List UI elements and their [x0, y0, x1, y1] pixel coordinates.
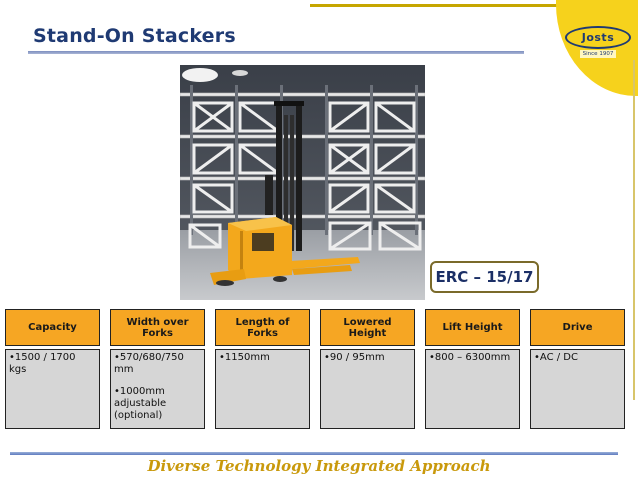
right-edge-rule — [633, 60, 635, 400]
stacker-photo — [180, 65, 425, 300]
spec-line: •1500 / 1700 kgs — [9, 352, 76, 375]
spec-column-lift-height: Lift Height •800 – 6300mm — [425, 309, 520, 429]
footer-tagline: Diverse Technology Integrated Approach — [147, 457, 491, 475]
logo-since-text: Since 1907 — [580, 50, 616, 58]
spec-header: Length of Forks — [215, 309, 310, 346]
spec-header: Drive — [530, 309, 625, 346]
spec-line: •800 – 6300mm — [429, 352, 511, 363]
spec-line: •1150mm — [219, 352, 270, 363]
spec-column-drive: Drive •AC / DC — [530, 309, 625, 429]
spec-body: •AC / DC — [530, 349, 625, 429]
spec-body: •1500 / 1700 kgs — [5, 349, 100, 429]
spec-body: •570/680/750 mm •1000mm adjustable (opti… — [110, 349, 205, 429]
model-badge: ERC – 15/17 — [430, 261, 539, 293]
spec-line: •90 / 95mm — [324, 352, 385, 363]
top-accent-line — [310, 4, 590, 7]
spec-column-lowered-height: Lowered Height •90 / 95mm — [320, 309, 415, 429]
spec-header: Lift Height — [425, 309, 520, 346]
slide-title: Stand-On Stackers — [33, 25, 236, 47]
spec-column-length-of-forks: Length of Forks •1150mm — [215, 309, 310, 429]
spec-header: Width over Forks — [110, 309, 205, 346]
title-underline — [28, 51, 524, 54]
spec-body: •1150mm — [215, 349, 310, 429]
spec-body: •90 / 95mm — [320, 349, 415, 429]
spec-body: •800 – 6300mm — [425, 349, 520, 429]
brand-logo-text: Josts — [581, 31, 615, 44]
spec-column-capacity: Capacity •1500 / 1700 kgs — [5, 309, 100, 429]
spec-column-width-over-forks: Width over Forks •570/680/750 mm •1000mm… — [110, 309, 205, 429]
spec-line: •AC / DC — [534, 352, 578, 363]
brand-logo: Josts — [565, 26, 631, 49]
footer-rule — [10, 452, 618, 455]
spec-header: Capacity — [5, 309, 100, 346]
spec-line: •570/680/750 mm — [114, 352, 184, 375]
spec-line: •1000mm adjustable (optional) — [114, 386, 167, 421]
spec-header: Lowered Height — [320, 309, 415, 346]
